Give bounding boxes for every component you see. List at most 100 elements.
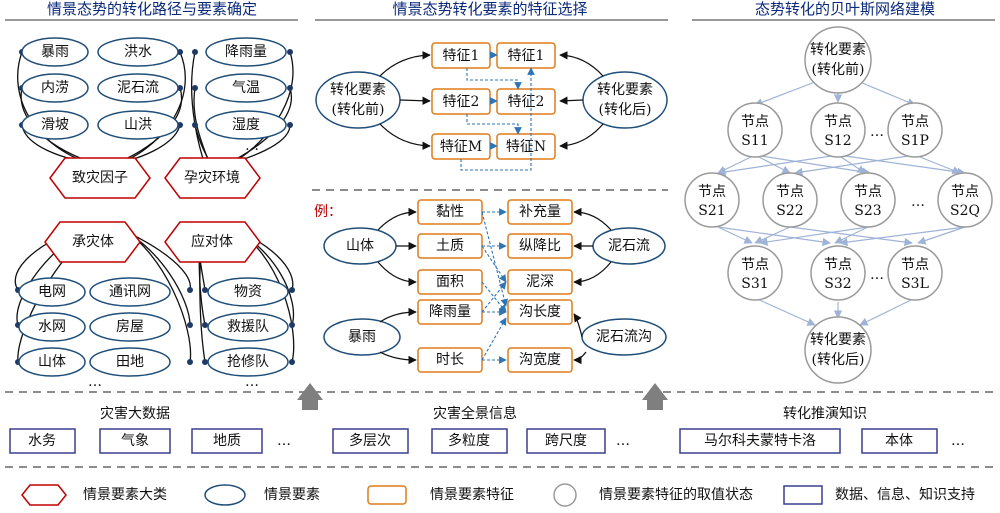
bn-node-label: S12 [824, 133, 851, 149]
hexagon-disaster-factor [49, 157, 151, 199]
panel2-title: 情景态势转化要素的特征选择 [392, 0, 587, 18]
bn-node [727, 245, 783, 301]
hex-label: 应对体 [191, 233, 233, 250]
big-data-ellipsis: … [277, 433, 291, 449]
element-ellipse [21, 110, 89, 140]
example-left-feature: 降雨量 [429, 304, 471, 320]
element-ellipse [89, 277, 171, 307]
bn-node [727, 102, 783, 158]
panorama-item: 跨尺度 [545, 433, 587, 449]
legend-label: 数据、信息、知识支持 [835, 486, 975, 503]
element-ellipse [89, 347, 171, 377]
bearing-item: 田地 [116, 354, 144, 370]
environment-item: 降雨量 [225, 44, 267, 60]
example-right-feature: 纵降比 [519, 238, 561, 254]
disaster-factor-item: 内涝 [41, 80, 69, 96]
bn-bottom-label: (转化后) [812, 352, 865, 368]
bn-top-label: (转化前) [812, 61, 865, 78]
element-ellipse [207, 347, 289, 377]
response-item: 物资 [234, 284, 262, 300]
legend-hexagon-icon [21, 484, 67, 506]
environment-ellipsis: … [245, 138, 259, 154]
feature-left: 特征1 [443, 48, 480, 64]
bn-node-label: S22 [776, 203, 803, 219]
bn-node [684, 172, 740, 228]
example-gully: 泥石流沟 [596, 329, 652, 345]
bn-node [937, 172, 993, 228]
bn-node [887, 245, 943, 301]
bn-edges [717, 81, 966, 326]
bn-node [810, 102, 866, 158]
hexagon-bearing-body [44, 221, 141, 263]
feature-box [507, 299, 573, 325]
panorama-label: 灾害全景信息 [433, 405, 517, 422]
element-ellipse [89, 312, 171, 342]
bn-node-bottom [804, 316, 872, 384]
feature-box [507, 347, 573, 373]
disaster-factor-item: 泥石流 [117, 80, 159, 96]
element-ellipse [97, 73, 179, 103]
hexagon-response-body [164, 221, 261, 263]
bn-node-label: 节点 [901, 114, 929, 130]
bn-node-top [804, 26, 872, 94]
bn-node-label: S1P [901, 133, 929, 149]
support-box [191, 428, 263, 454]
bn-ellipsis: … [870, 124, 884, 140]
panorama-item: 多粒度 [448, 432, 490, 449]
element-ellipse [205, 110, 287, 140]
after-label: (转化后) [599, 102, 652, 118]
before-ellipse [315, 71, 401, 129]
before-label: (转化前) [332, 101, 385, 118]
bn-node-label: 节点 [776, 184, 804, 200]
support-box [99, 428, 171, 454]
big-data-label: 灾害大数据 [100, 405, 170, 422]
panel1-title: 情景态势的转化路径与要素确定 [47, 0, 257, 18]
disaster-factor-item: 山洪 [124, 117, 152, 133]
bn-node-label: S23 [854, 203, 881, 219]
hex-label: 致灾因子 [72, 169, 128, 186]
support-box [526, 428, 606, 454]
legend-state-icon [553, 483, 577, 507]
bn-bottom-label: 转化要素 [810, 332, 866, 348]
example-rainstorm: 暴雨 [348, 329, 376, 345]
element-ellipse [207, 312, 289, 342]
bn-node-label: 节点 [824, 257, 852, 273]
after-label: 转化要素 [597, 82, 653, 98]
disaster-factor-item: 洪水 [124, 44, 152, 60]
bn-ellipsis: … [870, 267, 884, 283]
before-label: 转化要素 [330, 82, 386, 98]
support-box [861, 428, 938, 454]
element-ellipse [18, 347, 86, 377]
example-label: 例： [314, 204, 342, 220]
feature-right: 特征2 [508, 94, 545, 110]
bn-node-label: S31 [741, 276, 768, 292]
element-ellipse [97, 110, 179, 140]
bn-node-label: 节点 [901, 257, 929, 273]
element-ellipse [207, 277, 289, 307]
feature-right: 特征N [506, 139, 546, 155]
example-left-feature: 面积 [436, 274, 464, 290]
bearing-item: 房屋 [116, 319, 144, 335]
rainstorm-ellipse [323, 318, 401, 356]
big-data-item: 地质 [213, 433, 241, 449]
bn-node [840, 172, 896, 228]
element-ellipse [18, 312, 86, 342]
response-item: 抢修队 [227, 353, 269, 370]
environment-item: 湿度 [232, 117, 260, 133]
bn-node-label: 节点 [741, 257, 769, 273]
bn-node-label: 节点 [951, 184, 979, 200]
example-left-feature: 土质 [436, 238, 464, 254]
example-left-feature: 黏性 [436, 204, 464, 220]
bn-node [762, 172, 818, 228]
feature-right: 特征1 [508, 48, 545, 64]
feature-left: 特征M [440, 139, 482, 155]
bearing-ellipsis: … [88, 374, 102, 390]
panorama-ellipsis: … [616, 433, 630, 449]
example-right-feature: 沟长度 [519, 304, 561, 320]
bn-node-label: S32 [824, 276, 851, 292]
response-item: 救援队 [227, 319, 269, 335]
support-box [431, 428, 508, 454]
example-mudflow: 泥石流 [608, 238, 650, 254]
support-box [679, 428, 841, 454]
response-ellipsis: … [245, 374, 259, 390]
